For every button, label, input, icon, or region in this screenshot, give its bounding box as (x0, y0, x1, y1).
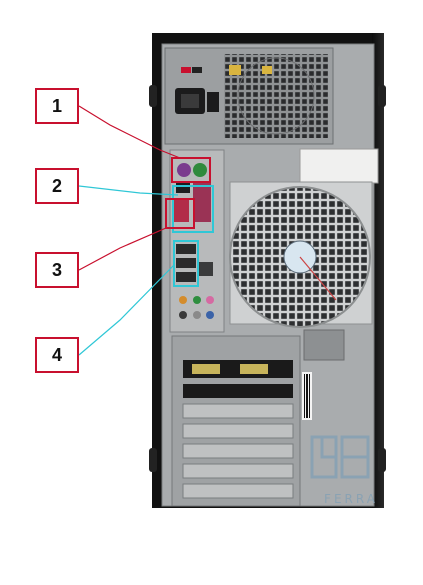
callout-lines (78, 105, 181, 356)
power-supply (164, 47, 334, 145)
callout-3-label: 3 (51, 259, 62, 280)
callout-1: 1 (35, 88, 79, 124)
callout-2-label: 2 (51, 175, 62, 196)
watermark-text: FERRA (324, 492, 378, 506)
rear-fan (229, 181, 373, 328)
expansion-slots (171, 329, 345, 507)
callout-1-label: 1 (51, 95, 62, 116)
ferra-logo (310, 435, 370, 479)
callout-2: 2 (35, 168, 79, 204)
callout-4: 4 (35, 337, 79, 373)
label-sticker (299, 148, 379, 184)
callout-3: 3 (35, 252, 79, 288)
callout-4-label: 4 (51, 344, 62, 365)
port-highlights (165, 157, 214, 287)
